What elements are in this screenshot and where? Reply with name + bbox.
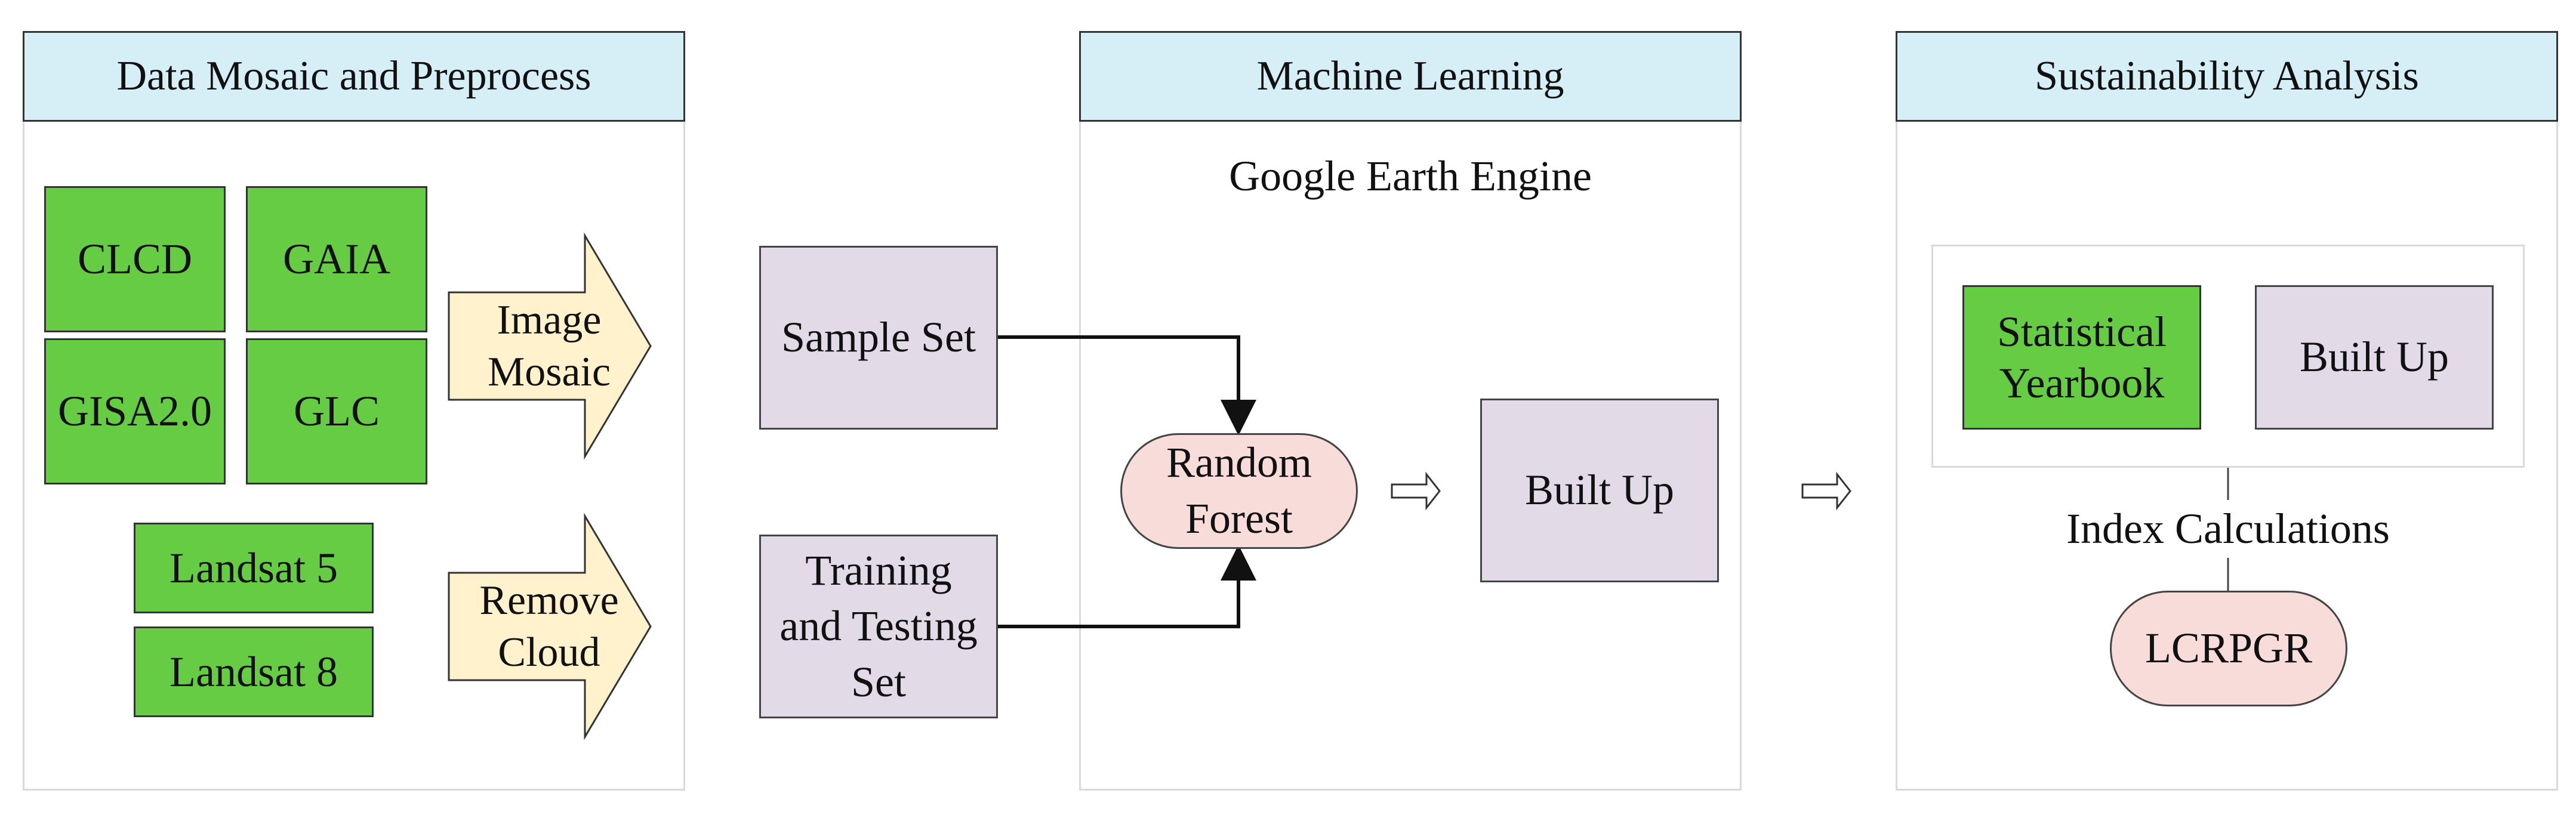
training-to-forest-connector [997, 545, 1256, 628]
random-forest-node: Random Forest [1120, 433, 1358, 549]
sample-to-forest-connector [997, 335, 1256, 436]
dataset-clcd: CLCD [44, 186, 226, 332]
sample-set-box: Sample Set [759, 246, 998, 430]
analysis-built-up-box: Built Up [2255, 285, 2494, 430]
statistical-yearbook-box: Statistical Yearbook [1962, 285, 2201, 430]
index-calculations-label: Index Calculations [2066, 505, 2390, 552]
inputs-group-frame [1931, 245, 2525, 468]
preprocess-panel-title: Data Mosaic and Preprocess [23, 31, 685, 122]
remove-cloud-label: Remove Cloud [479, 577, 619, 676]
platform-label: Google Earth Engine [1229, 152, 1592, 200]
ml-to-analysis-arrow [1801, 471, 1851, 511]
dataset-gisa: GISA2.0 [44, 338, 226, 484]
image-mosaic-arrow-shape [448, 232, 652, 460]
sustain-panel-title: Sustainability Analysis [1896, 31, 2558, 122]
dataset-landsat5: Landsat 5 [134, 523, 374, 613]
lcrpgr-node: LCRPGR [2110, 591, 2347, 706]
dataset-gaia: GAIA [246, 186, 427, 332]
dataset-glc: GLC [246, 338, 427, 484]
dataset-landsat8: Landsat 8 [134, 626, 374, 717]
training-testing-set-box: Training and Testing Set [759, 535, 998, 718]
remove-cloud-arrow-shape [448, 513, 652, 740]
ml-panel-title: Machine Learning [1079, 31, 1742, 122]
image-mosaic-label: Image Mosaic [487, 297, 611, 396]
ml-built-up-box: Built Up [1480, 399, 1719, 582]
forest-to-builtup-arrow [1391, 471, 1441, 511]
